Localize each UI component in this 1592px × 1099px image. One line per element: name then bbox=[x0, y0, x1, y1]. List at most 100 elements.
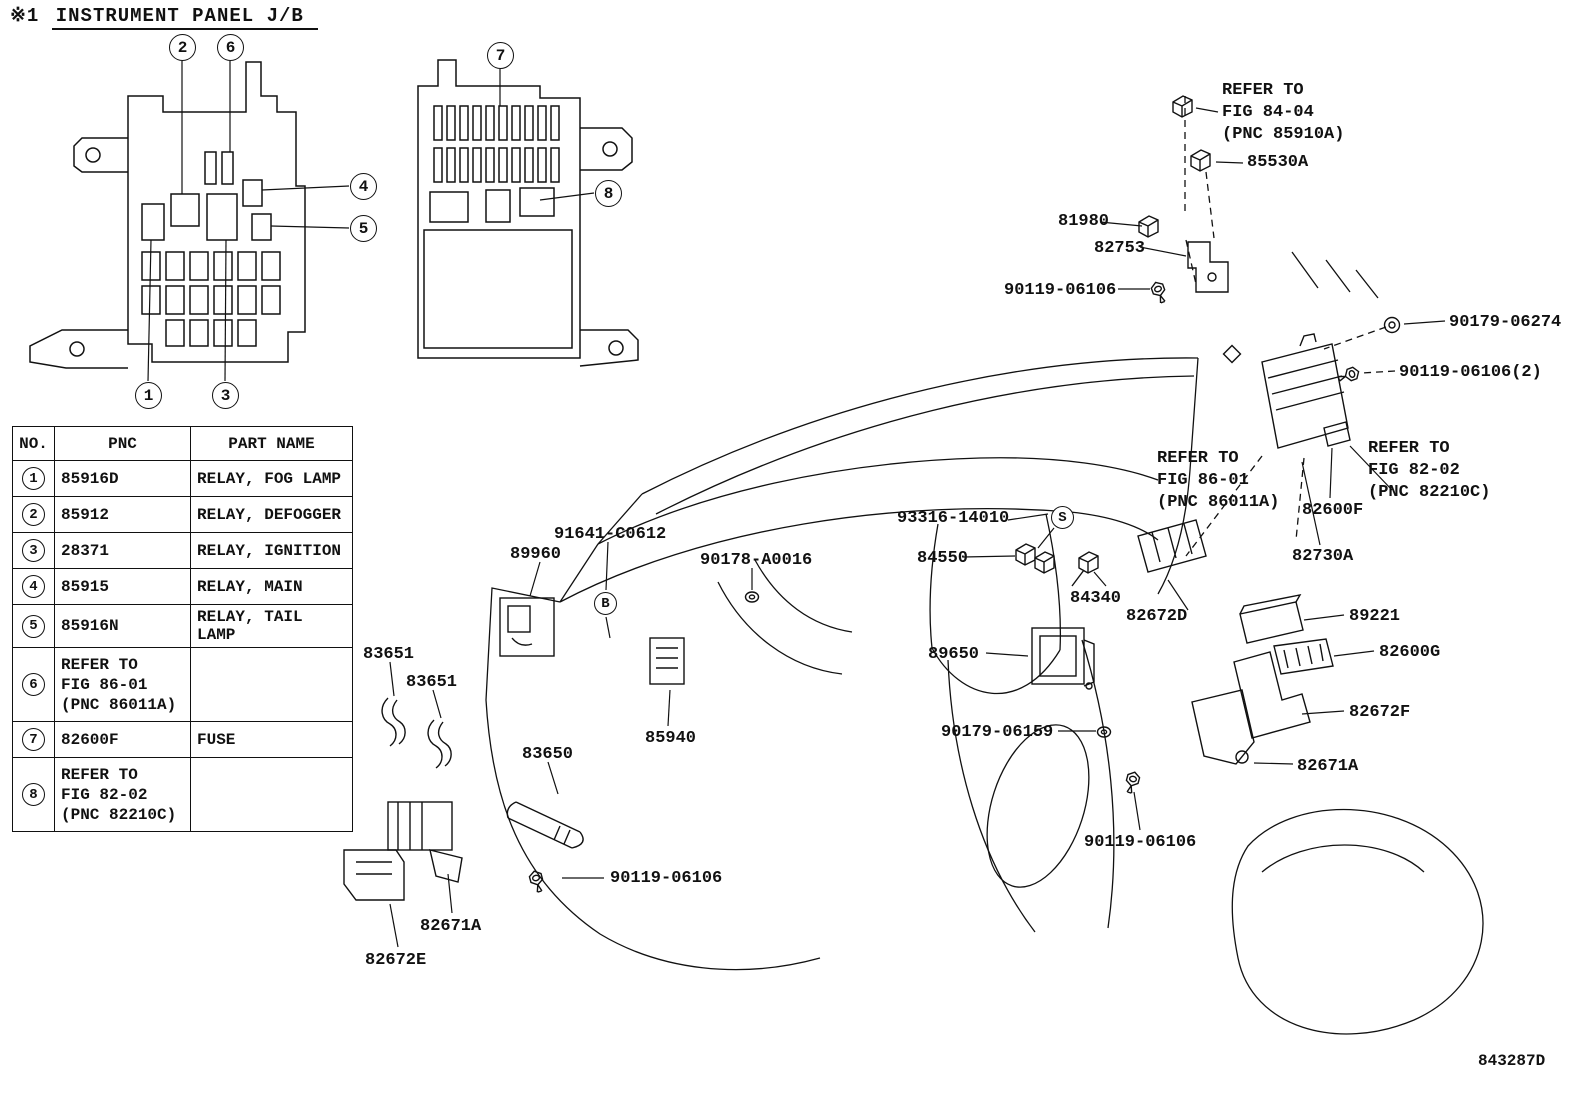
part-label-82672e: 82672E bbox=[365, 951, 427, 970]
callout-7: 7 bbox=[487, 42, 514, 69]
part-label-refer-fig-82-02: REFER TO FIG 82-02 (PNC 82210C) bbox=[1368, 439, 1491, 503]
table-header-no: NO. bbox=[12, 426, 55, 461]
part-label-90119-06106-left: 90119-06106 bbox=[610, 869, 723, 888]
part-label-90179-06274: 90179-06274 bbox=[1449, 313, 1562, 332]
pnc-cell: 85912 bbox=[54, 496, 191, 533]
callout-4: 4 bbox=[350, 173, 377, 200]
fuse-box-a-illustration bbox=[29, 61, 350, 382]
table-row: 6 REFER TO FIG 86-01 (PNC 86011A) bbox=[12, 647, 353, 722]
switch-84550-icon bbox=[1015, 543, 1036, 566]
part-label-84340: 84340 bbox=[1070, 589, 1122, 608]
relay-89221-icon bbox=[1239, 594, 1304, 644]
clip-83651-lower-icon bbox=[427, 719, 452, 769]
fuse-82600g-icon bbox=[1273, 638, 1334, 675]
page-title-text: INSTRUMENT PANEL J/B bbox=[51, 5, 318, 30]
callout-6: 6 bbox=[217, 34, 244, 61]
table-callout-number: 5 bbox=[22, 614, 45, 638]
callout-2: 2 bbox=[169, 34, 196, 61]
table-header-pnc: PNC bbox=[54, 426, 191, 461]
bracket-82671a-left-icon bbox=[387, 801, 463, 883]
part-label-82671a-right: 82671A bbox=[1297, 757, 1359, 776]
part-name-cell: FUSE bbox=[190, 721, 353, 758]
table-callout-number: 3 bbox=[22, 539, 45, 562]
switch-85940-icon bbox=[649, 637, 685, 685]
part-name-cell: RELAY, MAIN bbox=[190, 568, 353, 605]
part-label-83651-upper: 83651 bbox=[363, 645, 415, 664]
callout-s: S bbox=[1051, 506, 1074, 529]
part-label-90179-06159: 90179-06159 bbox=[941, 723, 1054, 742]
switch-84340-icon bbox=[1071, 551, 1099, 587]
callout-3: 3 bbox=[212, 382, 239, 409]
screw-90119-06106-top-icon bbox=[1149, 279, 1170, 305]
pnc-cell: 82600F bbox=[54, 721, 191, 758]
table-row: 7 82600F FUSE bbox=[12, 721, 353, 758]
table-header-name: PART NAME bbox=[190, 426, 353, 461]
table-row: 1 85916D RELAY, FOG LAMP bbox=[12, 460, 353, 497]
pnc-cell: REFER TO FIG 86-01 (PNC 86011A) bbox=[54, 647, 191, 722]
grommet-90178-a0016-icon bbox=[744, 591, 760, 603]
callout-8: 8 bbox=[595, 180, 622, 207]
part-label-90119-06106-mid: 90119-06106 bbox=[1084, 833, 1197, 852]
part-label-90119-06106-top: 90119-06106 bbox=[1004, 281, 1117, 300]
clip-part-icon bbox=[1172, 95, 1193, 118]
table-callout-number: 7 bbox=[22, 728, 45, 751]
leader-lines bbox=[389, 107, 1446, 948]
assembly-dashed-lines bbox=[1184, 96, 1396, 557]
parts-table: NO. PNC PART NAME 1 85916D RELAY, FOG LA… bbox=[12, 426, 353, 832]
part-name-cell bbox=[190, 647, 353, 722]
part-label-83651-lower: 83651 bbox=[406, 673, 458, 692]
pnc-cell: 85916N bbox=[54, 604, 191, 648]
part-label-85940: 85940 bbox=[645, 729, 697, 748]
clip-icon bbox=[1222, 344, 1242, 364]
table-callout-number: 4 bbox=[22, 575, 45, 598]
part-label-89221: 89221 bbox=[1349, 607, 1401, 626]
table-row: 5 85916N RELAY, TAIL LAMP bbox=[12, 604, 353, 648]
part-label-83650: 83650 bbox=[522, 745, 574, 764]
bracket-82671a-right-icon bbox=[1191, 689, 1255, 765]
part-label-89650: 89650 bbox=[928, 645, 980, 664]
fuse-box-b-illustration bbox=[417, 59, 639, 367]
callout-5: 5 bbox=[350, 215, 377, 242]
junction-block-82730a-icon bbox=[1261, 333, 1349, 449]
screw-90119-06106x2-icon bbox=[1336, 365, 1362, 386]
part-label-82753: 82753 bbox=[1094, 239, 1146, 258]
callout-1: 1 bbox=[135, 382, 162, 409]
table-callout-number: 2 bbox=[22, 503, 45, 526]
pnc-cell: 85916D bbox=[54, 460, 191, 497]
bracket-82672e-icon bbox=[343, 849, 405, 901]
clip-83651-upper-icon bbox=[381, 697, 406, 747]
table-row: 2 85912 RELAY, DEFOGGER bbox=[12, 496, 353, 533]
part-label-91641-c0612: 91641-C0612 bbox=[554, 525, 667, 544]
part-label-82672d: 82672D bbox=[1126, 607, 1188, 626]
part-label-82672f: 82672F bbox=[1349, 703, 1411, 722]
part-label-85530a: 85530A bbox=[1247, 153, 1309, 172]
screw-90119-06106-mid-icon bbox=[1122, 769, 1142, 795]
table-row: 3 28371 RELAY, IGNITION bbox=[12, 532, 353, 569]
table-callout-number: 1 bbox=[22, 467, 45, 490]
switch-84550b-icon bbox=[1034, 551, 1055, 574]
page-title-prefix: ※1 bbox=[10, 5, 40, 27]
dashboard-illustration bbox=[485, 251, 1484, 1035]
part-name-cell bbox=[190, 757, 353, 832]
computer-89960-icon bbox=[499, 597, 555, 657]
table-callout-number: 8 bbox=[22, 783, 45, 806]
part-label-82600g: 82600G bbox=[1379, 643, 1441, 662]
pnc-cell: REFER TO FIG 82-02 (PNC 82210C) bbox=[54, 757, 191, 832]
computer-89650-icon bbox=[1031, 627, 1095, 690]
part-icons bbox=[343, 95, 1401, 901]
part-label-89960: 89960 bbox=[510, 545, 562, 564]
part-name-cell: RELAY, DEFOGGER bbox=[190, 496, 353, 533]
bracket-82753-icon bbox=[1187, 241, 1229, 293]
document-code: 843287D bbox=[1478, 1052, 1546, 1070]
part-label-90119-06106-x2: 90119-06106(2) bbox=[1399, 363, 1542, 382]
part-label-refer-fig-86-01: REFER TO FIG 86-01 (PNC 86011A) bbox=[1157, 449, 1280, 513]
part-name-cell: RELAY, FOG LAMP bbox=[190, 460, 353, 497]
part-label-82730a: 82730A bbox=[1292, 547, 1354, 566]
part-label-82600f: 82600F bbox=[1302, 501, 1364, 520]
part-label-93316-14010: 93316-14010 bbox=[897, 509, 1010, 528]
relay-85530a-icon bbox=[1190, 149, 1211, 172]
table-row: 8 REFER TO FIG 82-02 (PNC 82210C) bbox=[12, 757, 353, 832]
page-title: ※1 INSTRUMENT PANEL J/B bbox=[10, 4, 318, 30]
pnc-cell: 28371 bbox=[54, 532, 191, 569]
